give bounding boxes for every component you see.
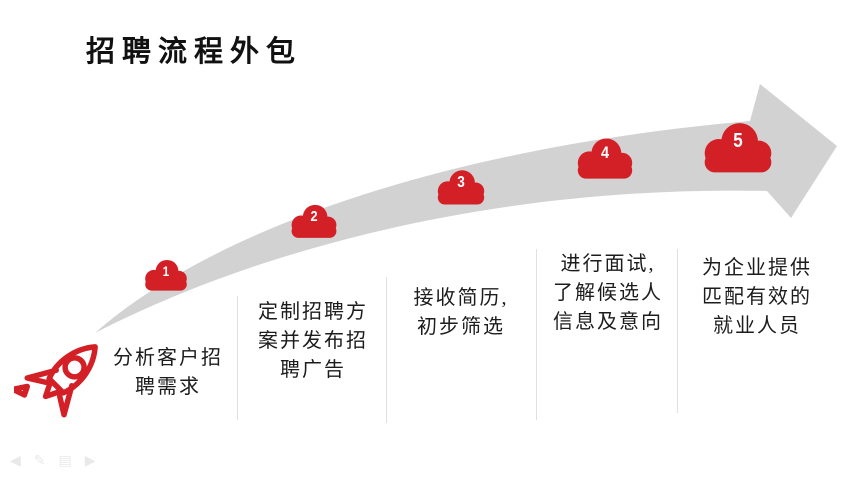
- menu-icon[interactable]: ▤: [58, 453, 72, 469]
- pen-icon[interactable]: ✎: [33, 453, 46, 469]
- step-text-3: 接收简历, 初步筛选: [413, 287, 509, 338]
- column-divider: [536, 249, 537, 420]
- step-cloud-5: 5: [696, 119, 780, 174]
- column-divider: [386, 277, 387, 423]
- cloud-icon: [291, 204, 337, 238]
- step-cloud-3: 3: [432, 167, 490, 206]
- step-number: 1: [162, 263, 170, 279]
- rocket-icon: [14, 344, 98, 418]
- step-cloud-2: 2: [286, 202, 342, 239]
- step-number: 5: [733, 129, 743, 152]
- step-text-1: 分析客户招 聘需求: [113, 347, 223, 398]
- swoosh-shape: [95, 84, 837, 333]
- slideshow-controls: ◀ ✎ ▤ ▶: [10, 454, 96, 468]
- step-text-4: 进行面试, 了解候选人 信息及意向: [553, 253, 663, 333]
- step-number: 4: [600, 143, 610, 162]
- step-cloud-1: 1: [140, 257, 192, 292]
- cloud-icon: [437, 170, 485, 205]
- step-text-2: 定制招聘方 案并发布招 聘广告: [258, 301, 368, 381]
- step-text-5: 为企业提供 匹配有效的 就业人员: [702, 257, 812, 337]
- rocket-outline: [14, 344, 98, 418]
- cloud-icon: [145, 259, 187, 291]
- step-cloud-4: 4: [571, 135, 639, 180]
- prev-slide-arrow-icon[interactable]: ◀: [10, 453, 21, 469]
- slide-title: 招聘流程外包: [86, 36, 303, 68]
- step-number: 2: [310, 208, 318, 226]
- next-slide-arrow-icon[interactable]: ▶: [84, 453, 96, 469]
- step-number: 3: [457, 173, 465, 191]
- cloud-icon: [704, 123, 772, 173]
- column-divider: [237, 296, 238, 420]
- cloud-icon: [577, 138, 633, 179]
- column-divider: [677, 249, 678, 413]
